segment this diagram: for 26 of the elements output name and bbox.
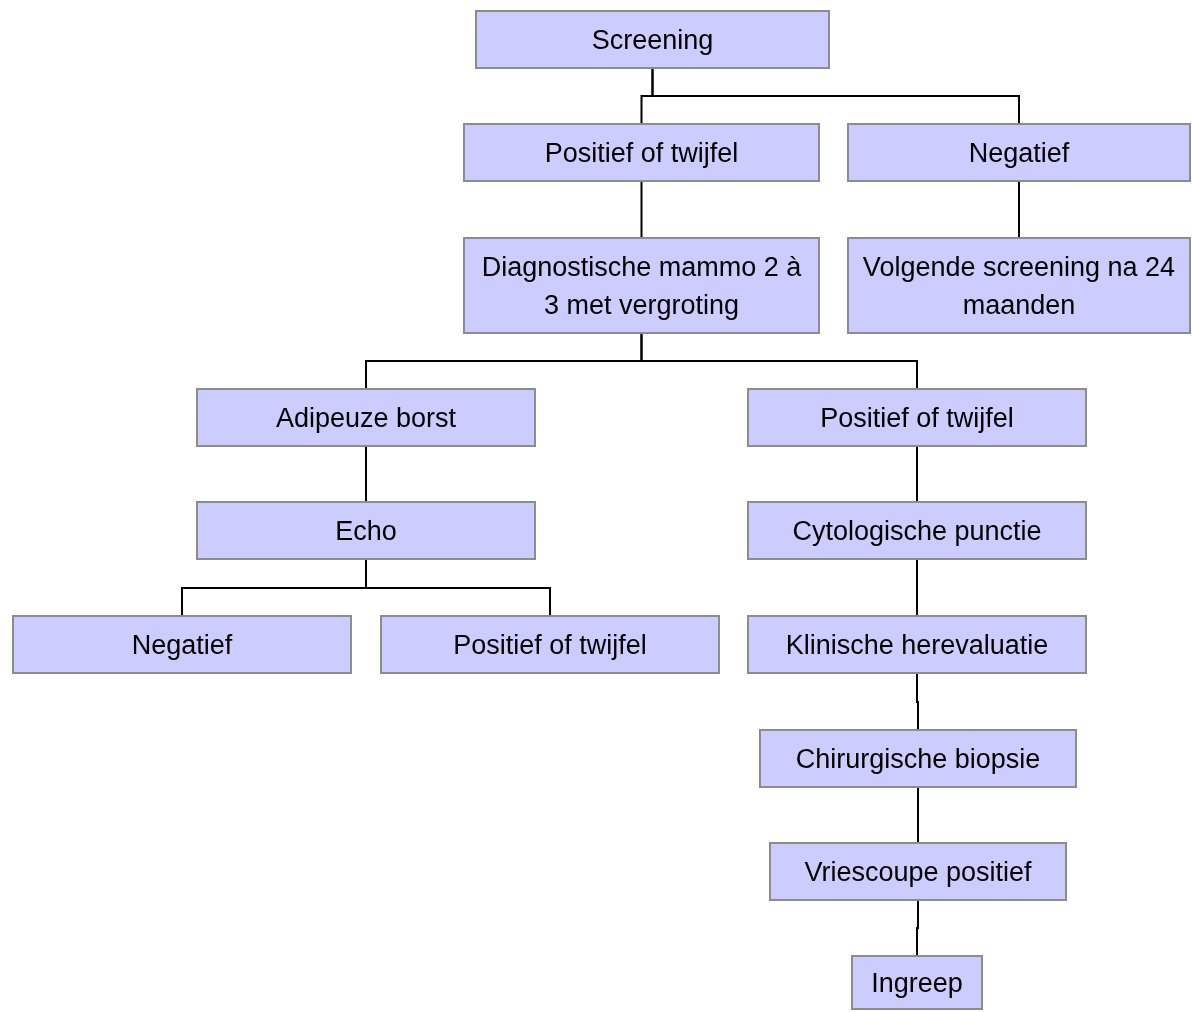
connector-line [640,181,643,238]
process-box: Volgende screening na 24 maanden [847,237,1191,334]
process-box: Vriescoupe positief [769,842,1067,901]
connector-line [916,900,919,956]
process-box: Screening [475,10,830,69]
process-box: Cytologische punctie [747,501,1087,560]
process-box: Diagnostische mammo 2 à 3 met vergroting [463,237,820,334]
process-box: Negatief [847,123,1191,182]
connector-line [640,333,918,389]
process-box: Chirurgische biopsie [759,729,1077,788]
connector-line [651,68,1020,124]
connector-line [916,673,919,730]
connector-line [916,559,918,616]
connector-line [917,787,919,843]
process-box: Ingreep [851,955,983,1010]
connector-line [365,446,367,502]
connector-line [916,446,918,502]
process-box: Echo [196,501,536,560]
process-box: Negatief [12,615,352,674]
process-box: Positief of twijfel [463,123,820,182]
connector-line [365,559,551,616]
process-box: Adipeuze borst [196,388,536,447]
process-box: Positief of twijfel [747,388,1087,447]
process-box: Klinische herevaluatie [747,615,1087,674]
connector-line [1018,181,1020,238]
process-box: Positief of twijfel [380,615,720,674]
